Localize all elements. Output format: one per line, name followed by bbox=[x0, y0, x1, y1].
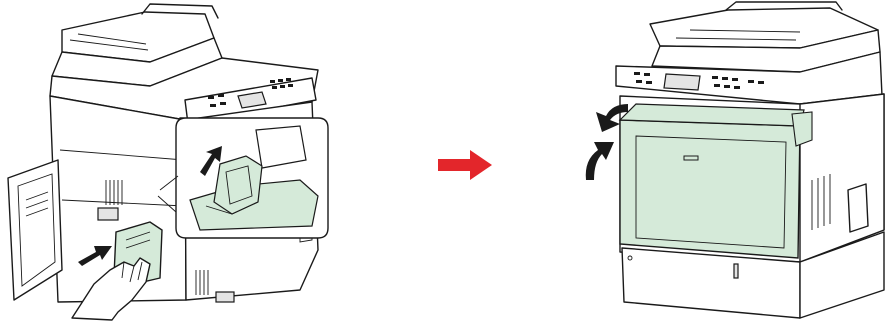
arrow-right-icon bbox=[438, 150, 492, 180]
left-open-rear-door bbox=[8, 160, 62, 300]
left-printer-illustration bbox=[8, 4, 328, 320]
right-printer-illustration bbox=[586, 2, 884, 318]
detail-inset bbox=[158, 118, 328, 238]
right-front-cover bbox=[620, 104, 812, 258]
close-cover-arrow-lower-icon bbox=[586, 142, 614, 180]
